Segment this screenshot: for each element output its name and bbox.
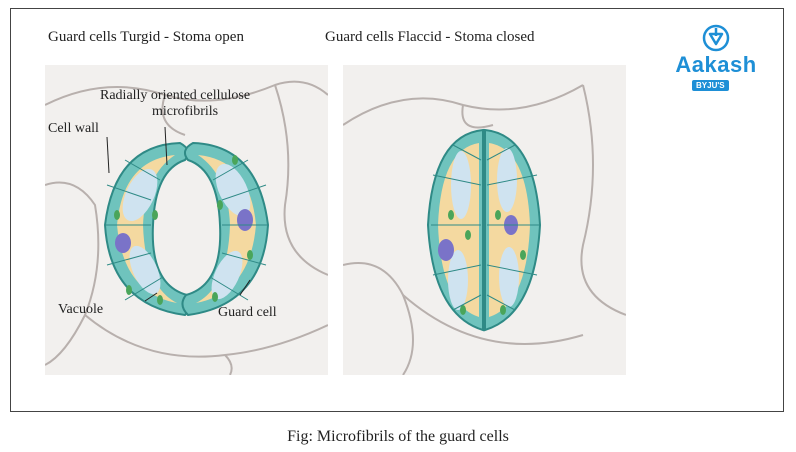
logo-wordmark: Aakash <box>675 52 757 77</box>
right-panel-heading: Guard cells Flaccid - Stoma closed <box>325 29 535 45</box>
closed-stoma-illustration <box>343 65 626 375</box>
cell-wall-label: Cell wall <box>48 121 99 136</box>
aakash-emblem-icon <box>702 24 730 52</box>
guard-cell-label: Guard cell <box>218 305 277 320</box>
logo-subbrand: BYJU'S <box>692 80 729 91</box>
aakash-byjus-logo: Aakash BYJU'S <box>664 24 768 96</box>
open-stoma-illustration <box>45 65 328 375</box>
microfibrils-label-line1: Radially oriented cellulose <box>100 88 251 103</box>
figure-caption: Fig: Microfibrils of the guard cells <box>287 428 509 445</box>
vacuole-label: Vacuole <box>58 302 104 317</box>
left-panel-heading: Guard cells Turgid - Stoma open <box>48 29 244 45</box>
microfibrils-label-line2: microfibrils <box>152 104 219 120</box>
microfibrils-label: Radially oriented cellulose microfibrils <box>100 88 250 120</box>
